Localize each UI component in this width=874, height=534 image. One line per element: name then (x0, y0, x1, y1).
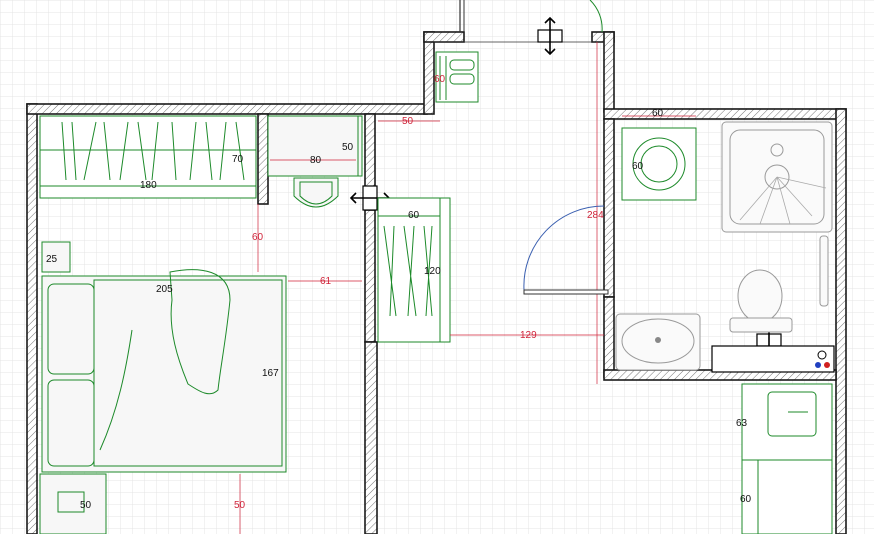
dim-wardrobe-70: 70 (232, 154, 244, 165)
shower-cabin[interactable] (721, 121, 833, 233)
dim-kitchen-63: 63 (736, 418, 748, 429)
dim-desk-50: 50 (342, 142, 354, 153)
dim-wardrobe2-120: 120 (424, 266, 441, 277)
shoe-rack[interactable] (435, 51, 479, 103)
dim-hall-284: 284 (587, 210, 604, 221)
dim-washer-60: 60 (632, 161, 644, 172)
washing-machine[interactable] (621, 127, 697, 201)
nightstand[interactable] (41, 241, 71, 273)
dim-kitchen-60: 60 (740, 494, 752, 505)
dim-bedroom-60: 60 (252, 232, 264, 243)
kitchen-sink-unit[interactable] (741, 383, 833, 461)
walls (26, 31, 847, 534)
dim-bed-205: 205 (156, 284, 173, 295)
hallway-wardrobe[interactable] (377, 197, 451, 343)
door-arc-top (589, 0, 603, 33)
desk[interactable] (267, 115, 363, 177)
bathroom-door[interactable] (523, 289, 609, 295)
desk-chair[interactable] (293, 177, 339, 208)
boiler-counter[interactable] (711, 345, 835, 373)
dim-shoe-rack: 60 (434, 74, 446, 85)
dim-hall-129: 129 (520, 330, 537, 341)
dim-bottom-50: 50 (234, 500, 246, 511)
dim-bath-top-60: 60 (652, 108, 664, 119)
kitchen-cabinet[interactable] (741, 459, 833, 534)
bathroom-sink[interactable] (615, 313, 701, 371)
move-handle-top[interactable] (537, 16, 563, 56)
dim-nightstand-25: 25 (46, 254, 58, 265)
bathroom-door-arc (523, 205, 605, 291)
dim-wardrobe-180: 180 (140, 180, 157, 191)
dim-bed-167: 167 (262, 368, 279, 379)
dim-chair-50: 50 (80, 500, 92, 511)
dim-hall-50: 50 (402, 116, 414, 127)
dim-wardrobe2-60: 60 (408, 210, 420, 221)
towel-rail (819, 235, 829, 307)
dim-desk-80: 80 (310, 155, 322, 166)
dim-bed-61: 61 (320, 276, 332, 287)
small-chair[interactable] (39, 473, 107, 534)
bedroom-wardrobe[interactable] (39, 115, 257, 199)
double-bed[interactable] (41, 269, 287, 473)
toilet[interactable] (729, 269, 793, 333)
